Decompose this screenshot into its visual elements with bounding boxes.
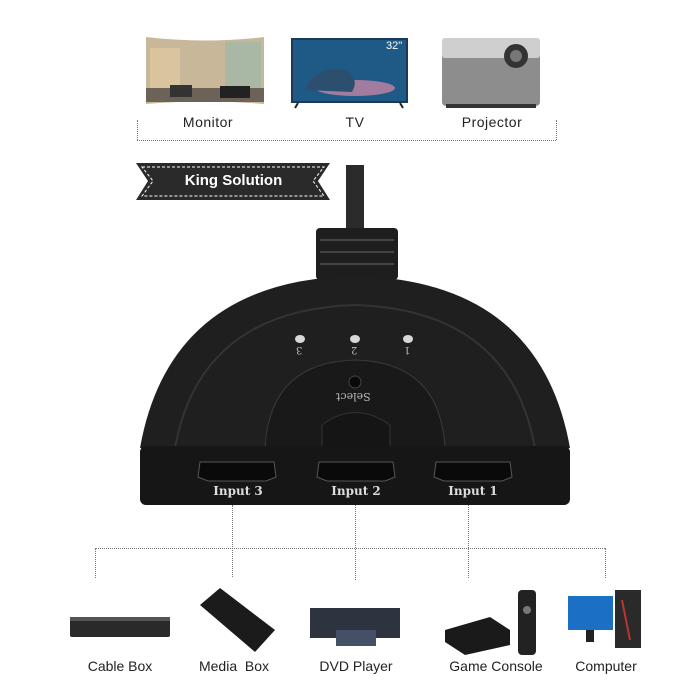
select-button: [348, 375, 362, 389]
select-label: Select: [336, 390, 371, 403]
connector-line: [137, 120, 138, 140]
hdmi-switch: [140, 165, 570, 505]
connector-line: [95, 548, 96, 578]
connector-line: [232, 505, 233, 577]
projector-image: [442, 38, 540, 108]
port-label-input-1: Input 1: [448, 484, 498, 498]
led-3: [295, 335, 305, 343]
hdmi-port-3: [197, 461, 277, 482]
tv-image: [291, 38, 408, 109]
output-label-monitor: Monitor: [182, 114, 234, 130]
port-label-input-3: Input 3: [213, 484, 263, 498]
output-label-projector: Projector: [461, 114, 523, 130]
led-1: [403, 335, 413, 343]
input-label-computer: Computer: [575, 658, 637, 674]
tv-size-badge: 32": [386, 40, 403, 52]
input-label-dvd-player: DVD Player: [319, 658, 393, 674]
banner-text: King Solution: [184, 172, 283, 189]
game-console-image: [445, 590, 536, 655]
media-box-image: [200, 588, 275, 652]
led-2: [350, 335, 360, 343]
connector-line: [95, 548, 605, 549]
connector-line: [556, 120, 557, 140]
port-label-input-2: Input 2: [331, 484, 381, 498]
connector-line: [605, 548, 606, 578]
input-label-cable-box: Cable Box: [87, 658, 153, 674]
output-label-tv: TV: [345, 114, 365, 130]
hdmi-port-1: [433, 461, 513, 482]
computer-image: [568, 590, 641, 648]
connector-line: [468, 505, 469, 578]
input-label-media-box: Media Box: [198, 658, 270, 674]
led-label-1: 1: [404, 344, 411, 355]
hdmi-port-2: [316, 461, 396, 482]
dvd-player-image: [310, 608, 400, 646]
led-label-2: 2: [351, 344, 358, 355]
connector-line: [137, 140, 556, 141]
input-label-game-console: Game Console: [449, 658, 543, 674]
connector-line: [355, 505, 356, 580]
cable-box-image: [70, 617, 170, 637]
king-solution-banner: [136, 163, 330, 200]
monitor-image: [146, 37, 264, 104]
led-label-3: 3: [296, 344, 303, 355]
